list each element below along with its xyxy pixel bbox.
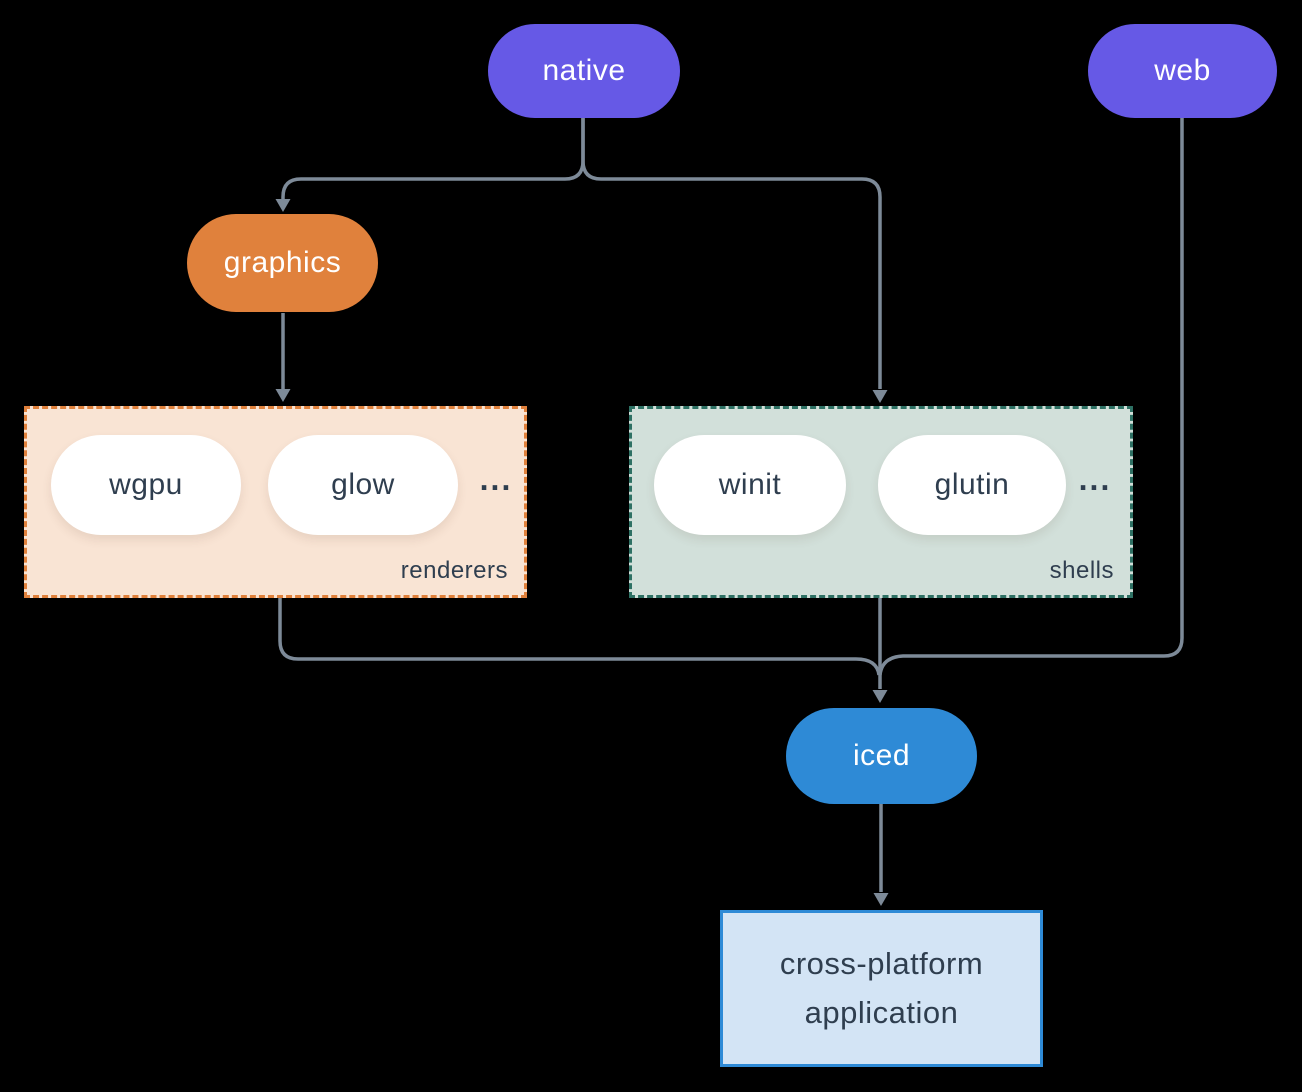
arrowhead-renderers: [275, 389, 291, 402]
node-iced: iced: [786, 708, 977, 804]
renderers-ellipsis: ...: [479, 461, 513, 497]
node-wgpu: wgpu: [51, 435, 241, 535]
edge-renderers-to-merge: [278, 598, 881, 676]
group-renderers-label: renderers: [400, 557, 508, 584]
node-wgpu-label: wgpu: [109, 468, 183, 501]
node-glutin-label: glutin: [934, 468, 1010, 501]
arrowhead-graphics: [275, 199, 291, 212]
node-app: cross-platform application: [720, 910, 1043, 1067]
node-app-label-line2: application: [804, 994, 959, 1030]
group-shells: winit glutin ... shells: [629, 406, 1133, 598]
node-native-label: native: [542, 54, 626, 87]
node-winit: winit: [654, 435, 846, 535]
group-renderers: wgpu glow ... renderers: [24, 406, 527, 598]
arrowhead-app: [873, 893, 889, 906]
node-glow-label: glow: [331, 468, 395, 501]
arrowhead-shells: [872, 390, 888, 403]
shells-ellipsis: ...: [1078, 461, 1112, 497]
node-web: web: [1088, 24, 1277, 118]
node-graphics-label: graphics: [223, 246, 342, 279]
arrowhead-iced: [872, 690, 888, 703]
node-native: native: [488, 24, 680, 118]
node-glutin: glutin: [878, 435, 1066, 535]
node-web-label: web: [1154, 54, 1211, 87]
node-winit-label: winit: [718, 468, 782, 501]
node-iced-label: iced: [852, 739, 911, 772]
edge-native-to-graphics: [281, 118, 585, 200]
node-glow: glow: [268, 435, 458, 535]
node-app-label-line1: cross-platform: [779, 946, 984, 982]
node-graphics: graphics: [187, 214, 378, 312]
group-shells-label: shells: [1049, 557, 1114, 584]
edge-native-to-shells: [581, 118, 882, 389]
